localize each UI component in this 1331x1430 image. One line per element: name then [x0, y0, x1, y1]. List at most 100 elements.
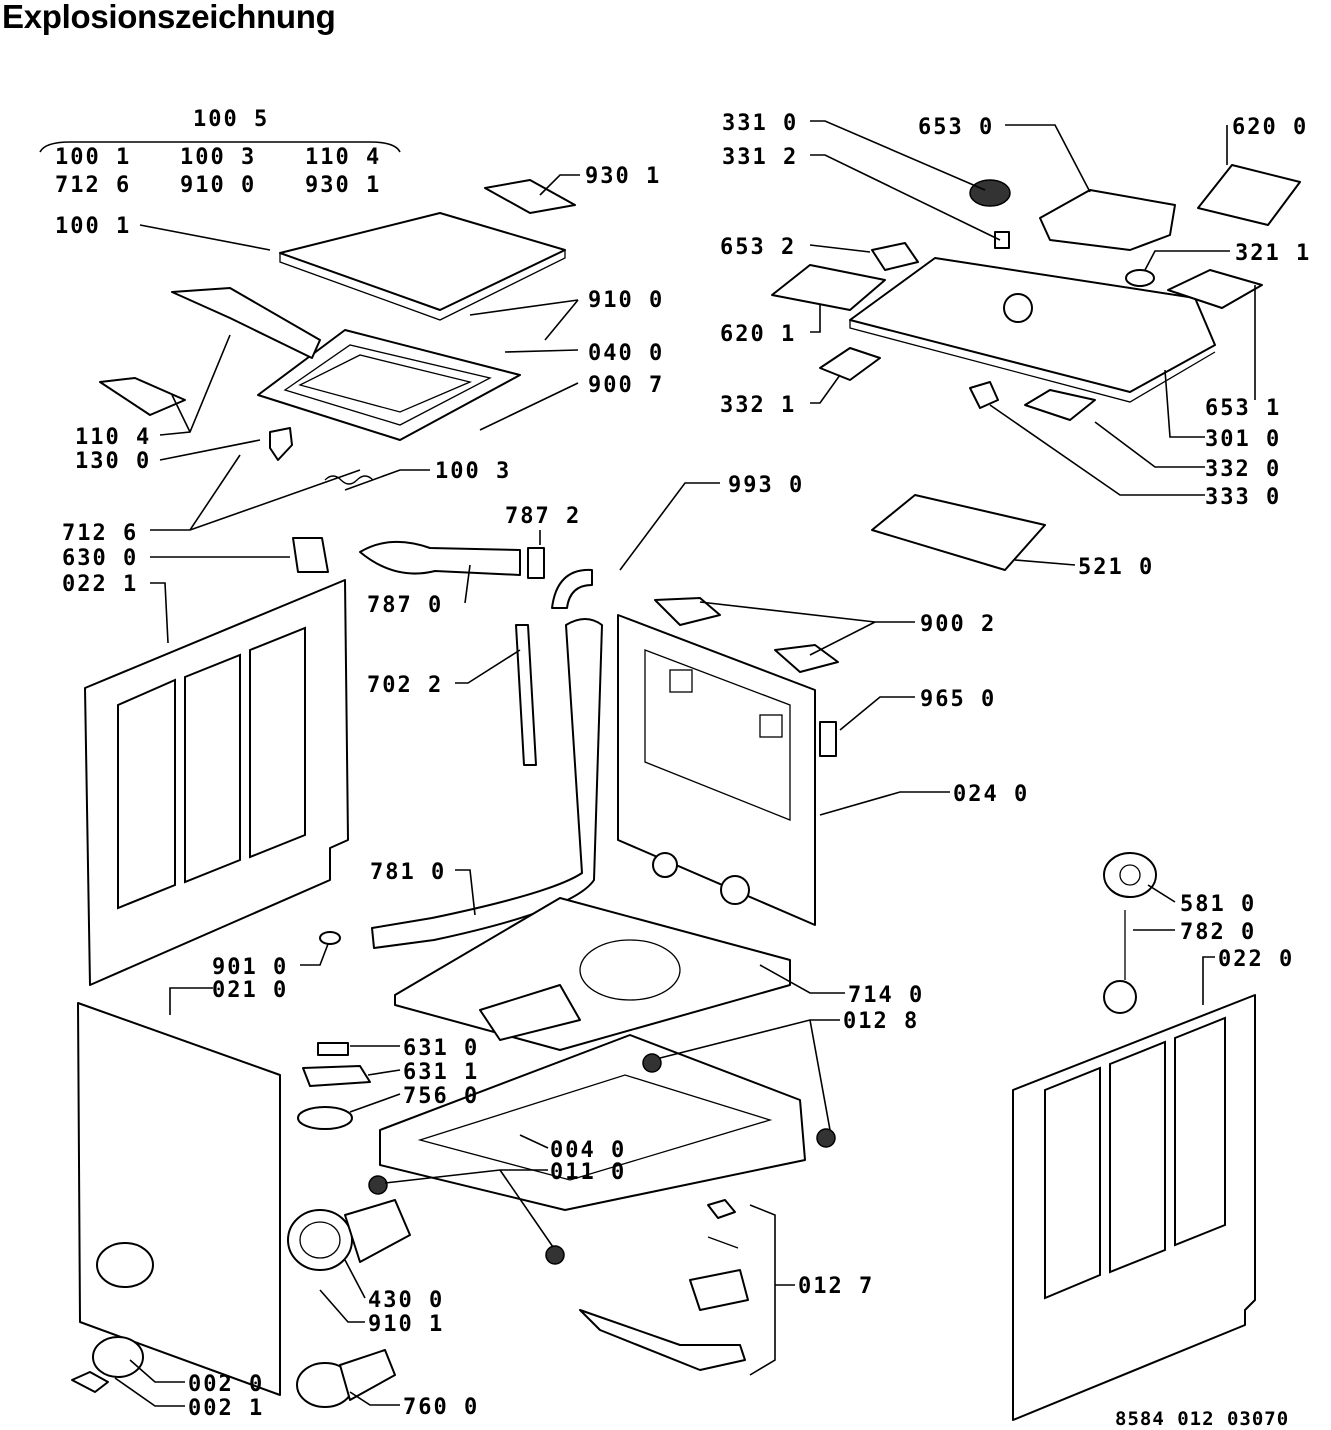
part-label-9101: 910 1 [368, 1312, 444, 1337]
foot-012-b-part [816, 1128, 836, 1148]
part-label-5810: 581 0 [1180, 892, 1256, 917]
kit-labels: 100 5 100 1 100 3 110 4 712 6 910 0 930 … [55, 107, 381, 198]
part-333-0 [969, 381, 999, 409]
clip-002-part [71, 1371, 109, 1393]
part-label-4300: 430 0 [368, 1288, 444, 1313]
pulley-part [1103, 852, 1157, 898]
kit-row1-label-3: 110 4 [305, 145, 381, 170]
part-label-6532: 653 2 [720, 235, 796, 260]
knob-part [969, 179, 1011, 207]
part-label-6531: 653 1 [1205, 396, 1281, 421]
hinge-part [99, 377, 186, 416]
part-label-7560: 756 0 [403, 1084, 479, 1109]
elbow-993-part [551, 568, 593, 609]
connector-900-a-part [654, 597, 721, 626]
part-label-6300: 630 0 [62, 546, 138, 571]
part-label-0221: 022 1 [62, 572, 138, 597]
part-label-1300: 130 0 [75, 449, 151, 474]
part-label-6200: 620 0 [1232, 115, 1308, 140]
part-label-9007: 900 7 [588, 373, 664, 398]
part-label-3330: 333 0 [1205, 485, 1281, 510]
part-label-0020: 002 0 [188, 1372, 264, 1397]
part-label-6310: 631 0 [403, 1036, 479, 1061]
part-label-9010: 901 0 [212, 955, 288, 980]
back-frame-part [617, 614, 816, 926]
kit-row2-label-3: 930 1 [305, 173, 381, 198]
part-label-3211: 321 1 [1235, 241, 1311, 266]
part-012-7-a [707, 1199, 736, 1219]
part-label-3321: 332 1 [720, 393, 796, 418]
part-label-5210: 521 0 [1078, 555, 1154, 580]
part-label-7140: 714 0 [848, 983, 924, 1008]
part-label-0220: 022 0 [1218, 947, 1294, 972]
part-label-0128: 012 8 [843, 1009, 919, 1034]
knob-shaft-part [994, 231, 1010, 249]
part-012-7-c [689, 1269, 749, 1311]
part-332-0 [1024, 389, 1096, 421]
clip-part [269, 427, 293, 461]
part-label-0040: 004 0 [550, 1138, 626, 1163]
part-label-7022: 702 2 [367, 673, 443, 698]
leader-lines [39, 120, 1256, 1407]
part-label-3310: 331 0 [722, 111, 798, 136]
part-631-1 [302, 1065, 371, 1087]
part-label-9930: 993 0 [728, 473, 804, 498]
base-tray-part [394, 897, 791, 1051]
control-panel-part [849, 257, 1216, 403]
kit-row2-label-2: 910 0 [180, 173, 256, 198]
part-label-6530: 653 0 [918, 115, 994, 140]
part-label-7820: 782 0 [1180, 920, 1256, 945]
part-label-1003: 100 3 [435, 459, 511, 484]
lid-part [279, 212, 566, 321]
pump-housing-part [287, 1199, 411, 1271]
chassis-part [379, 1034, 806, 1211]
part-label-0110: 011 0 [550, 1160, 626, 1185]
part-label-0240: 024 0 [953, 782, 1029, 807]
front-panel-part [77, 1002, 281, 1396]
kit-row1-label-2: 100 3 [180, 145, 256, 170]
part-631-0 [317, 1042, 349, 1056]
part-label-1001: 100 1 [55, 214, 131, 239]
funnel-760-part [296, 1349, 396, 1408]
label-strip-part [484, 179, 576, 214]
top-frame-part [257, 329, 521, 441]
pad-901-part [319, 931, 341, 945]
block-965-part [819, 721, 837, 757]
hose-787-part [359, 540, 521, 576]
part-label-9002: 900 2 [920, 612, 996, 637]
part-label-3320: 332 0 [1205, 457, 1281, 482]
kit-row2-label-1: 712 6 [55, 173, 131, 198]
part-label-0021: 002 1 [188, 1396, 264, 1421]
part-label-7872: 787 2 [505, 504, 581, 529]
part-653-1 [1167, 269, 1263, 309]
part-label-7870: 787 0 [367, 593, 443, 618]
pcb-620-0-part [1197, 164, 1301, 226]
part-label-9301: 930 1 [585, 164, 661, 189]
part-label-0210: 021 0 [212, 978, 288, 1003]
part-012-7-b [707, 1236, 739, 1249]
part-653-2 [871, 242, 919, 271]
connector-787-part [527, 547, 545, 579]
cap-002-part [92, 1336, 144, 1378]
drawing-number: 8584 012 03070 [1115, 1408, 1289, 1430]
page-title: Explosionszeichnung [2, 0, 336, 35]
hose-781-part [371, 618, 603, 949]
part-321-1 [1125, 269, 1155, 287]
part-label-6201: 620 1 [720, 322, 796, 347]
ring-part [1103, 980, 1137, 1014]
tray-521-part [871, 494, 1046, 571]
part-756-0 [297, 1106, 353, 1130]
part-label-0400: 040 0 [588, 341, 664, 366]
handle-bar-part [171, 287, 321, 359]
part-label-7810: 781 0 [370, 860, 446, 885]
part-labels: 930 1 100 1 910 0 040 0 900 7 110 4 130 … [55, 111, 1311, 1421]
part-label-9650: 965 0 [920, 687, 996, 712]
part-label-7126: 712 6 [62, 521, 138, 546]
right-side-panel-part [1012, 994, 1256, 1421]
pcb-620-1-part [771, 264, 886, 311]
part-label-1104: 110 4 [75, 425, 151, 450]
part-label-3312: 331 2 [722, 145, 798, 170]
spring-part [324, 475, 374, 485]
part-012-7-d [579, 1309, 746, 1371]
